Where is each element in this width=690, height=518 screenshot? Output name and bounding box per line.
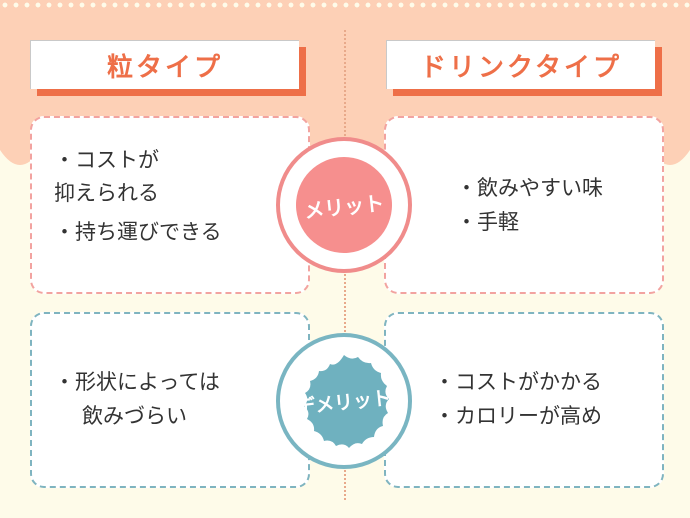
demerit-drink-item-2: ・カロリーが高め — [434, 404, 602, 428]
merit-tablet-item-1-cont: 抑えられる — [54, 181, 159, 205]
merit-tablet-item-1: ・コストが — [54, 148, 159, 172]
merit-box-tablet: ・コストが 抑えられる ・持ち運びできる — [30, 116, 310, 294]
merit-tablet-item-2: ・持ち運びできる — [54, 220, 222, 244]
demerit-tablet-item-1-cont: 飲みづらい — [82, 404, 187, 428]
merit-box-drink: ・飲みやすい味 ・手軽 — [384, 116, 664, 294]
merit-drink-item-2: ・手軽 — [456, 210, 519, 234]
merit-badge-label: メリット — [291, 152, 397, 258]
demerit-box-tablet: ・形状によっては 飲みづらい — [30, 312, 310, 488]
demerit-box-drink: ・コストがかかる ・カロリーが高め — [384, 312, 664, 488]
demerit-drink-item-1: ・コストがかかる — [434, 370, 602, 394]
demerit-tablet-item-1: ・形状によっては — [54, 370, 220, 394]
merit-drink-item-1: ・飲みやすい味 — [456, 176, 603, 200]
merit-badge: メリット — [276, 137, 412, 273]
header-drink-type: ドリンクタイプ — [386, 40, 655, 89]
demerit-badge: デメリット — [276, 333, 412, 469]
wavy-circle-shape — [304, 355, 389, 448]
header-tablet-type: 粒タイプ — [30, 40, 299, 89]
dot-border — [0, 0, 690, 10]
